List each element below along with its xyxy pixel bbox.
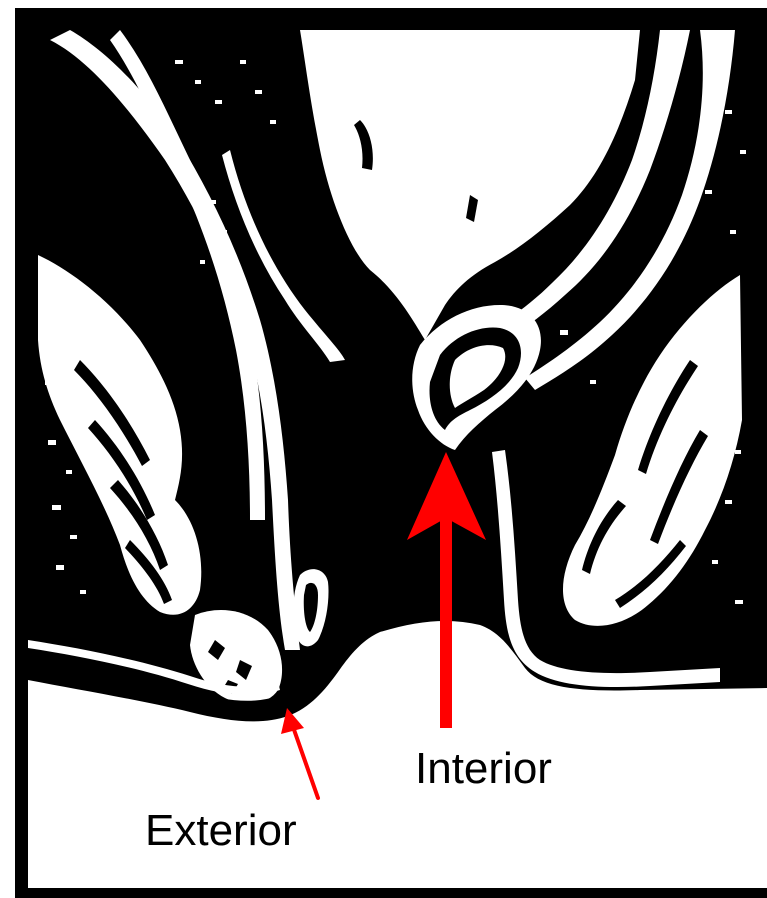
interior-label: Interior: [415, 744, 552, 793]
exterior-label: Exterior: [145, 806, 297, 855]
